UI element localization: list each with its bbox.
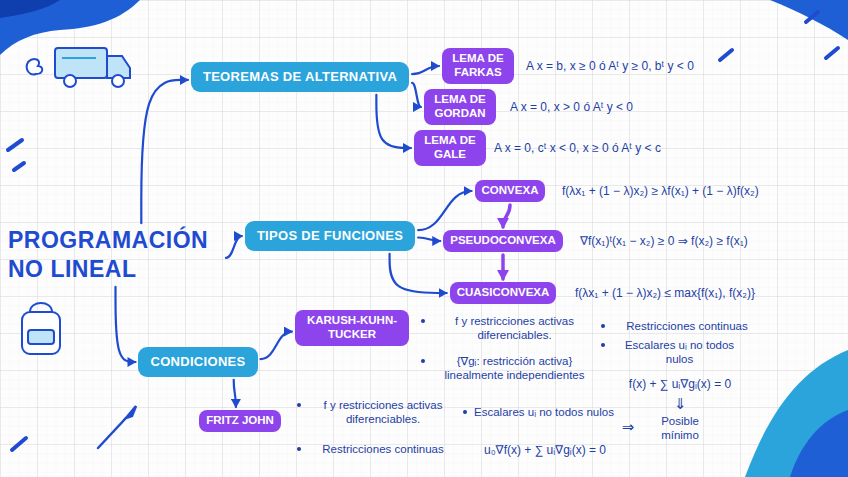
formula: f(x) + ∑ uᵢ∇gᵢ(x) = 0 bbox=[629, 377, 731, 392]
corner-blob bbox=[745, 350, 848, 477]
connector-arrow bbox=[418, 191, 471, 230]
category-box: CONDICIONES bbox=[138, 347, 257, 377]
connector-arrow bbox=[116, 287, 136, 362]
connector-arrow bbox=[412, 83, 421, 107]
connector-arrow bbox=[226, 236, 242, 258]
node-text: TIPOS DE FUNCIONES bbox=[257, 228, 403, 244]
subtopic-box: KARUSH-KUHN-TUCKER bbox=[295, 310, 409, 346]
bullet-text: f y restricciones activas diferenciables… bbox=[420, 314, 597, 343]
connector-arrow bbox=[412, 66, 439, 74]
implication-symbol: ⇓ bbox=[674, 395, 687, 414]
subtopic-box: CUASICONVEXA bbox=[450, 282, 557, 304]
category-box: TEOREMAS DE ALTERNATIVA bbox=[191, 62, 409, 92]
connector-arrow bbox=[376, 95, 411, 148]
bullet-dot bbox=[297, 447, 301, 451]
corner-blob bbox=[0, 0, 60, 18]
subtopic-box: FRITZ JOHN bbox=[199, 410, 281, 432]
bullet-text: Restricciones continuas bbox=[296, 442, 458, 456]
truck-illustration bbox=[27, 48, 130, 87]
connector-arrow bbox=[141, 80, 188, 223]
subtopic-box: PSEUDOCONVEXA bbox=[443, 230, 562, 252]
node-text: KARUSH-KUHN-TUCKER bbox=[302, 314, 402, 342]
formula: u₀∇f(x) + ∑ uᵢ∇gᵢ(x) = 0 bbox=[484, 443, 606, 458]
bullet-dot bbox=[601, 343, 605, 347]
connector-arrow bbox=[418, 237, 440, 241]
formula: f(λx₁ + (1 − λ)x₂) ≥ λf(x₁) + (1 − λ)f(x… bbox=[562, 184, 759, 199]
connector-arrow bbox=[390, 254, 447, 293]
formula: f(λx₁ + (1 − λ)x₂) ≤ max{f(x₁), f(x₂)} bbox=[575, 286, 755, 301]
subtopic-box: LEMA DE FARKAS bbox=[442, 48, 514, 84]
corner-blob bbox=[0, 0, 140, 55]
topic-title: PROGRAMACIÓN NO LINEAL bbox=[8, 226, 223, 284]
bullet-dot bbox=[463, 410, 467, 414]
bullet-dot bbox=[421, 359, 425, 363]
node-text: FRITZ JOHN bbox=[206, 414, 274, 428]
connector-arrow bbox=[261, 332, 292, 359]
category-box: TIPOS DE FUNCIONES bbox=[245, 221, 415, 251]
node-text: TEOREMAS DE ALTERNATIVA bbox=[203, 69, 397, 85]
node-text: LEMA DE GORDAN bbox=[431, 93, 489, 121]
subtopic-box: LEMA DE GALE bbox=[414, 130, 486, 166]
node-text: LEMA DE FARKAS bbox=[449, 52, 507, 80]
formula: ∇f(x₁)ᵗ(x₁ − x₂) ≥ 0 ⇒ f(x₂) ≥ f(x₁) bbox=[580, 234, 748, 249]
bullet-dot bbox=[297, 403, 301, 407]
bullet-dot bbox=[421, 319, 425, 323]
paintbrush-illustration bbox=[98, 406, 136, 448]
bullet-text: Restricciones continuas bbox=[600, 319, 762, 333]
formula: A x = 0, x > 0 ó Aᵗ y < 0 bbox=[510, 100, 633, 115]
implication-arrow bbox=[503, 205, 510, 227]
subtopic-box: LEMA DE GORDAN bbox=[424, 89, 496, 125]
node-text: CONVEXA bbox=[482, 184, 539, 198]
node-text: CONDICIONES bbox=[150, 354, 245, 370]
node-text: PROGRAMACIÓN NO LINEAL bbox=[8, 226, 223, 284]
corner-blob bbox=[790, 410, 848, 477]
bullet-text: {∇gᵢ: restricción activa} linealmente in… bbox=[420, 354, 597, 383]
node-text: CUASICONVEXA bbox=[457, 286, 550, 300]
implication-symbol: ⇒ bbox=[622, 418, 635, 437]
formula: A x = 0, cᵗ x < 0, x ≥ 0 ó Aᵗ y < c bbox=[494, 141, 661, 156]
decor-strokes bbox=[8, 12, 838, 450]
subtopic-box: CONVEXA bbox=[475, 180, 546, 202]
implication-arrow bbox=[501, 255, 505, 279]
bullet-dot bbox=[601, 324, 605, 328]
bullet-text: f y restricciones activas diferenciables… bbox=[296, 398, 458, 427]
node-text: LEMA DE GALE bbox=[421, 134, 479, 162]
conclusion-text: Posible mínimo bbox=[645, 414, 715, 443]
connector-arrow bbox=[234, 380, 236, 407]
bullet-text: Escalares uᵢ no todos nulos bbox=[462, 405, 614, 419]
corner-blob bbox=[770, 0, 848, 40]
formula: A x = b, x ≥ 0 ó Aᵗ y ≥ 0, bᵗ y < 0 bbox=[526, 59, 694, 74]
node-text: PSEUDOCONVEXA bbox=[450, 234, 555, 248]
backpack-illustration bbox=[22, 303, 60, 354]
bullet-text: Escalares uᵢ no todos nulos bbox=[600, 338, 747, 367]
